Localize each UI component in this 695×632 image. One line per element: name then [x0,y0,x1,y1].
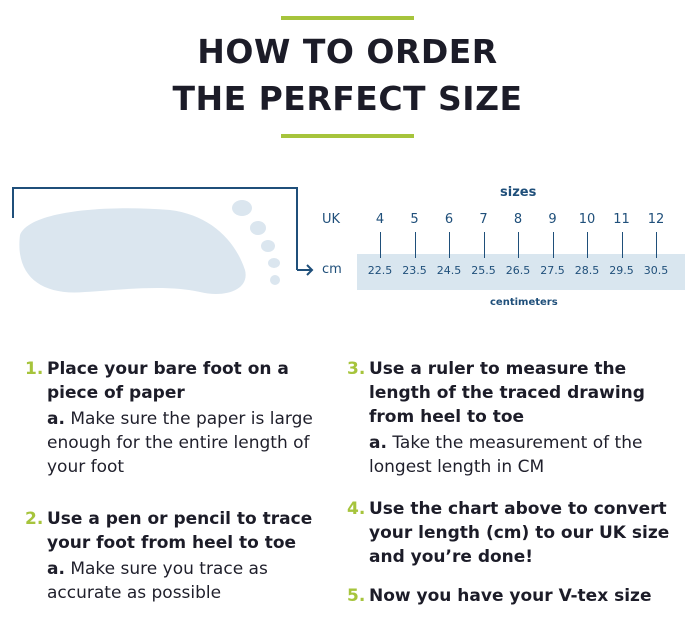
step-sub-item: a. Make sure you trace as accurate as po… [47,557,325,605]
cm-value: 25.5 [471,264,496,277]
cm-value: 30.5 [643,264,669,277]
foot-measure-illustration [12,187,314,294]
arrow-to-cm-row [297,264,314,276]
instruction-step: 3.Use a ruler to measure the length of t… [347,357,677,479]
uk-size-value: 7 [479,212,488,227]
instruction-step: 1.Place your bare foot on a piece of pap… [25,357,325,479]
cm-value: 22.5 [367,264,393,277]
cm-value: 24.5 [436,264,462,277]
step-heading: Use a pen or pencil to trace your foot f… [47,509,313,553]
step-sub-item: a. Make sure the paper is large enough f… [47,407,325,479]
foot-toe-3 [261,240,275,252]
foot-sole-shape [19,208,246,294]
cm-row-label: cm [322,262,342,277]
step-body: Use a pen or pencil to trace your foot f… [47,507,325,605]
size-tick [380,232,381,258]
step-number: 4. [347,499,366,519]
bottom-accent-rule [281,134,414,138]
size-tick [552,232,554,258]
foot-little-toe [270,275,280,285]
sub-item-letter: a. [47,559,65,579]
heel-to-toe-bracket-line [12,187,298,270]
sub-item-text: Take the measurement of the longest leng… [369,433,643,477]
chart-title: sizes [500,185,537,200]
uk-size-value: 5 [410,212,419,227]
sub-item-text: Make sure the paper is large enough for … [47,409,313,477]
step-number: 2. [25,509,44,529]
uk-size-value: 12 [647,212,665,227]
step-heading: Place your bare foot on a piece of paper [47,359,289,403]
step-body: Use a ruler to measure the length of the… [369,357,677,479]
cm-value: 27.5 [540,264,565,277]
uk-size-value: 6 [444,212,454,227]
uk-size-value: 9 [548,212,557,227]
instruction-step: 5.Now you have your V-tex size [347,584,677,608]
step-body: Use the chart above to convert your leng… [369,497,677,569]
size-chart: sizes UK cm 4 22.5 5 23.5 6 24.5 7 25.5 8 26.5 9 27… [0,180,695,320]
cm-row-band [357,254,685,290]
uk-row-label: UK [322,212,341,227]
size-tick [621,232,623,258]
page-title-line-2: THE PERFECT SIZE [172,79,523,118]
uk-size-value: 10 [578,212,596,227]
cm-value: 23.5 [402,264,427,277]
cm-value: 26.5 [505,264,531,277]
instruction-step: 4.Use the chart above to convert your le… [347,497,677,569]
sub-item-letter: a. [47,409,65,429]
cm-value: 28.5 [574,264,600,277]
step-number: 3. [347,359,366,379]
uk-size-value: 4 [375,212,385,227]
size-tick [587,232,588,258]
foot-big-toe [232,200,252,216]
sub-item-text: Make sure you trace as accurate as possi… [47,559,268,603]
size-tick [656,232,657,258]
size-tick [414,232,416,258]
step-body: Place your bare foot on a piece of paper… [47,357,325,479]
size-tick [449,232,450,258]
foot-toe-2 [250,221,266,235]
sub-item-letter: a. [369,433,387,453]
foot-toe-4 [268,258,280,268]
cm-value: 29.5 [609,264,634,277]
size-tick [518,232,519,258]
step-body: Now you have your V-tex size [369,584,677,608]
step-heading: Now you have your V-tex size [369,586,652,606]
unit-caption: centimeters [490,297,558,308]
page-title-line-1: HOW TO ORDER [197,32,498,71]
step-number: 1. [25,359,44,379]
step-heading: Use the chart above to convert your leng… [369,499,670,567]
uk-size-value: 11 [613,212,630,227]
instruction-step: 2.Use a pen or pencil to trace your foot… [25,507,325,605]
uk-size-value: 8 [513,212,523,227]
size-tick [483,232,485,258]
top-accent-rule [281,16,414,20]
step-number: 5. [347,586,366,606]
step-heading: Use a ruler to measure the length of the… [369,359,645,427]
step-sub-item: a. Take the measurement of the longest l… [369,431,677,479]
